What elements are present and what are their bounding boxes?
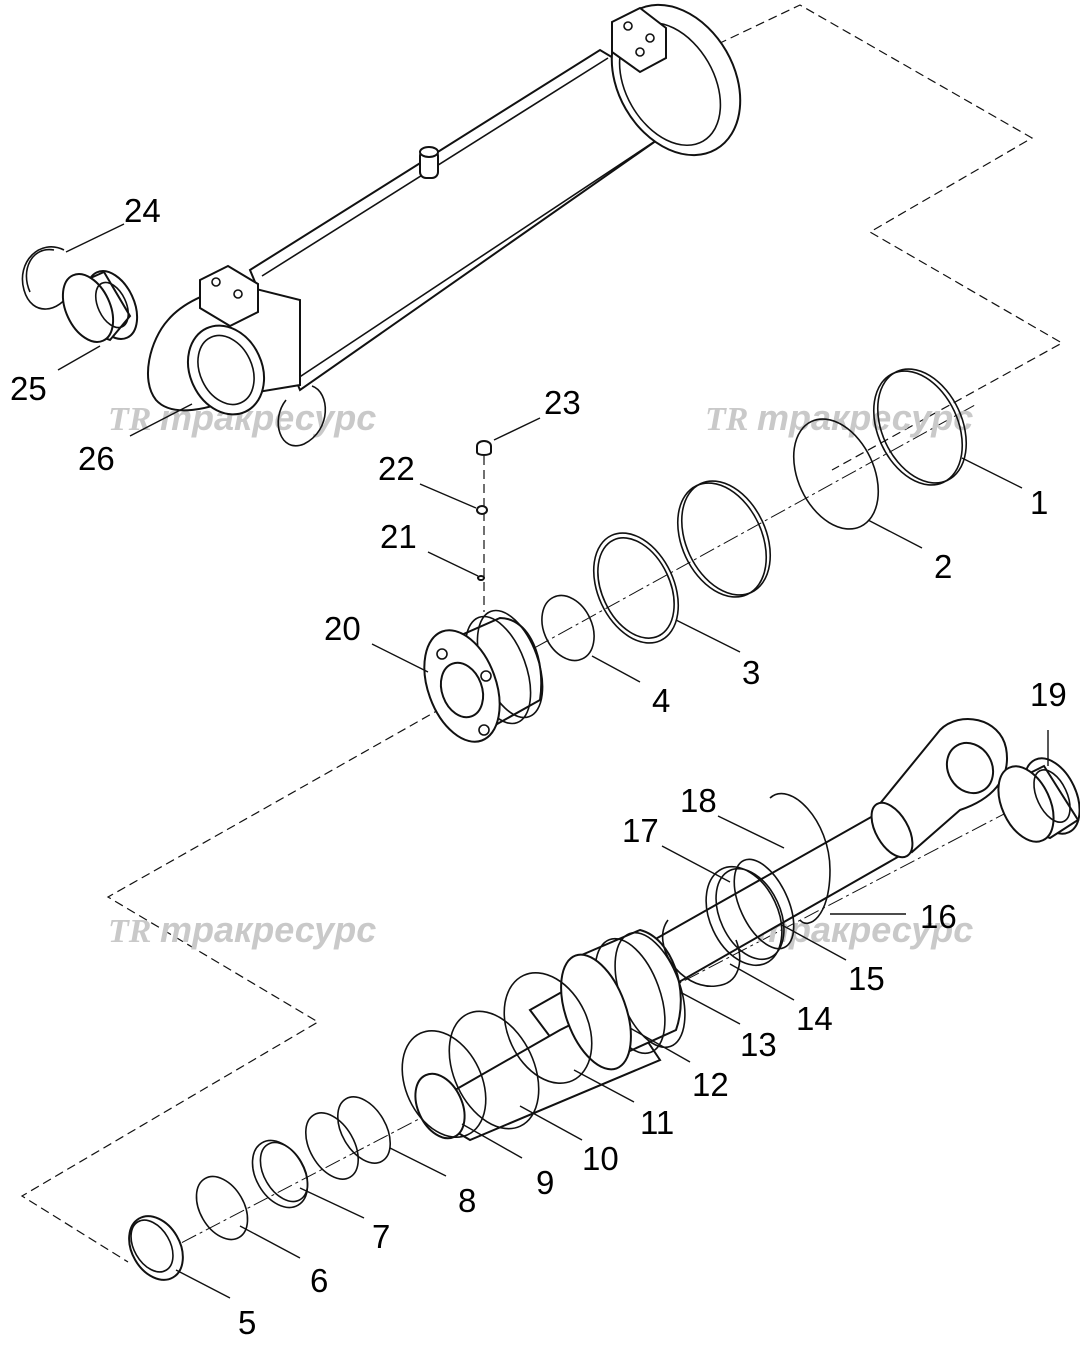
callout-20: 20 (324, 610, 361, 647)
watermark-logo: TR (108, 913, 151, 950)
callout-7: 7 (372, 1218, 390, 1255)
part-2b-o-ring (792, 418, 880, 530)
part-8-ring (304, 1096, 392, 1180)
part-9-o-ring (401, 1029, 487, 1139)
callout-18: 18 (680, 782, 717, 819)
callout-21: 21 (380, 518, 417, 555)
part-7-ring (251, 1139, 309, 1209)
callout-15: 15 (848, 960, 885, 997)
part-6-ring (195, 1175, 249, 1241)
part-19-bushing (997, 757, 1080, 843)
callout-2: 2 (934, 548, 952, 585)
part-20-piston (423, 609, 544, 743)
callout-11: 11 (640, 1104, 674, 1141)
callout-8: 8 (458, 1182, 476, 1219)
callout-labels: 1 2 3 4 5 6 7 8 9 10 11 12 13 14 15 16 1… (10, 192, 1067, 1341)
part-3-seal (592, 532, 680, 644)
assembly-path-lower (20, 707, 443, 1263)
part-22-screw (476, 505, 488, 515)
callout-9: 9 (536, 1164, 554, 1201)
callout-12: 12 (692, 1066, 729, 1103)
callout-23: 23 (544, 384, 581, 421)
callout-22: 22 (378, 450, 415, 487)
part-5-wiper (128, 1215, 184, 1281)
callout-1: 1 (1030, 484, 1048, 521)
part-11-ring (503, 971, 593, 1085)
cylinder-barrel (147, 3, 742, 416)
watermark-logo: TR (108, 401, 151, 438)
part-15-seal (705, 865, 785, 967)
part-10-ring (448, 1010, 540, 1130)
callout-17: 17 (622, 812, 659, 849)
callout-19: 19 (1030, 676, 1067, 713)
callout-3: 3 (742, 654, 760, 691)
watermark-logo: TR (705, 401, 748, 438)
callout-10: 10 (582, 1140, 619, 1177)
part-25-bushing (61, 270, 139, 343)
rod-gland (414, 928, 686, 1142)
callout-16: 16 (920, 898, 957, 935)
watermark-3: TR тракресурс (108, 909, 376, 950)
leader-lines (57, 223, 1049, 1299)
callout-5: 5 (238, 1304, 256, 1341)
part-21-ball (477, 575, 485, 581)
watermark-text: тракресурс (757, 397, 973, 438)
callout-25: 25 (10, 370, 47, 407)
assembly-path-upper (717, 4, 1064, 471)
callout-4: 4 (652, 682, 670, 719)
part-26-snap-ring (277, 385, 327, 447)
part-23-plug (476, 440, 492, 456)
part-4-o-ring (541, 594, 595, 662)
part-2-wear-ring (676, 480, 772, 598)
part-24-snap-ring (21, 246, 71, 310)
part-17-ring (733, 858, 795, 950)
callout-26: 26 (78, 440, 115, 477)
watermark-2: TR тракресурс (705, 397, 973, 438)
part-18-snap-ring (769, 792, 831, 925)
part-1-seal-ring (872, 368, 968, 486)
callout-6: 6 (310, 1262, 328, 1299)
callout-13: 13 (740, 1026, 777, 1063)
callout-24: 24 (124, 192, 161, 229)
watermark-text: тракресурс (160, 909, 376, 950)
callout-14: 14 (796, 1000, 833, 1037)
